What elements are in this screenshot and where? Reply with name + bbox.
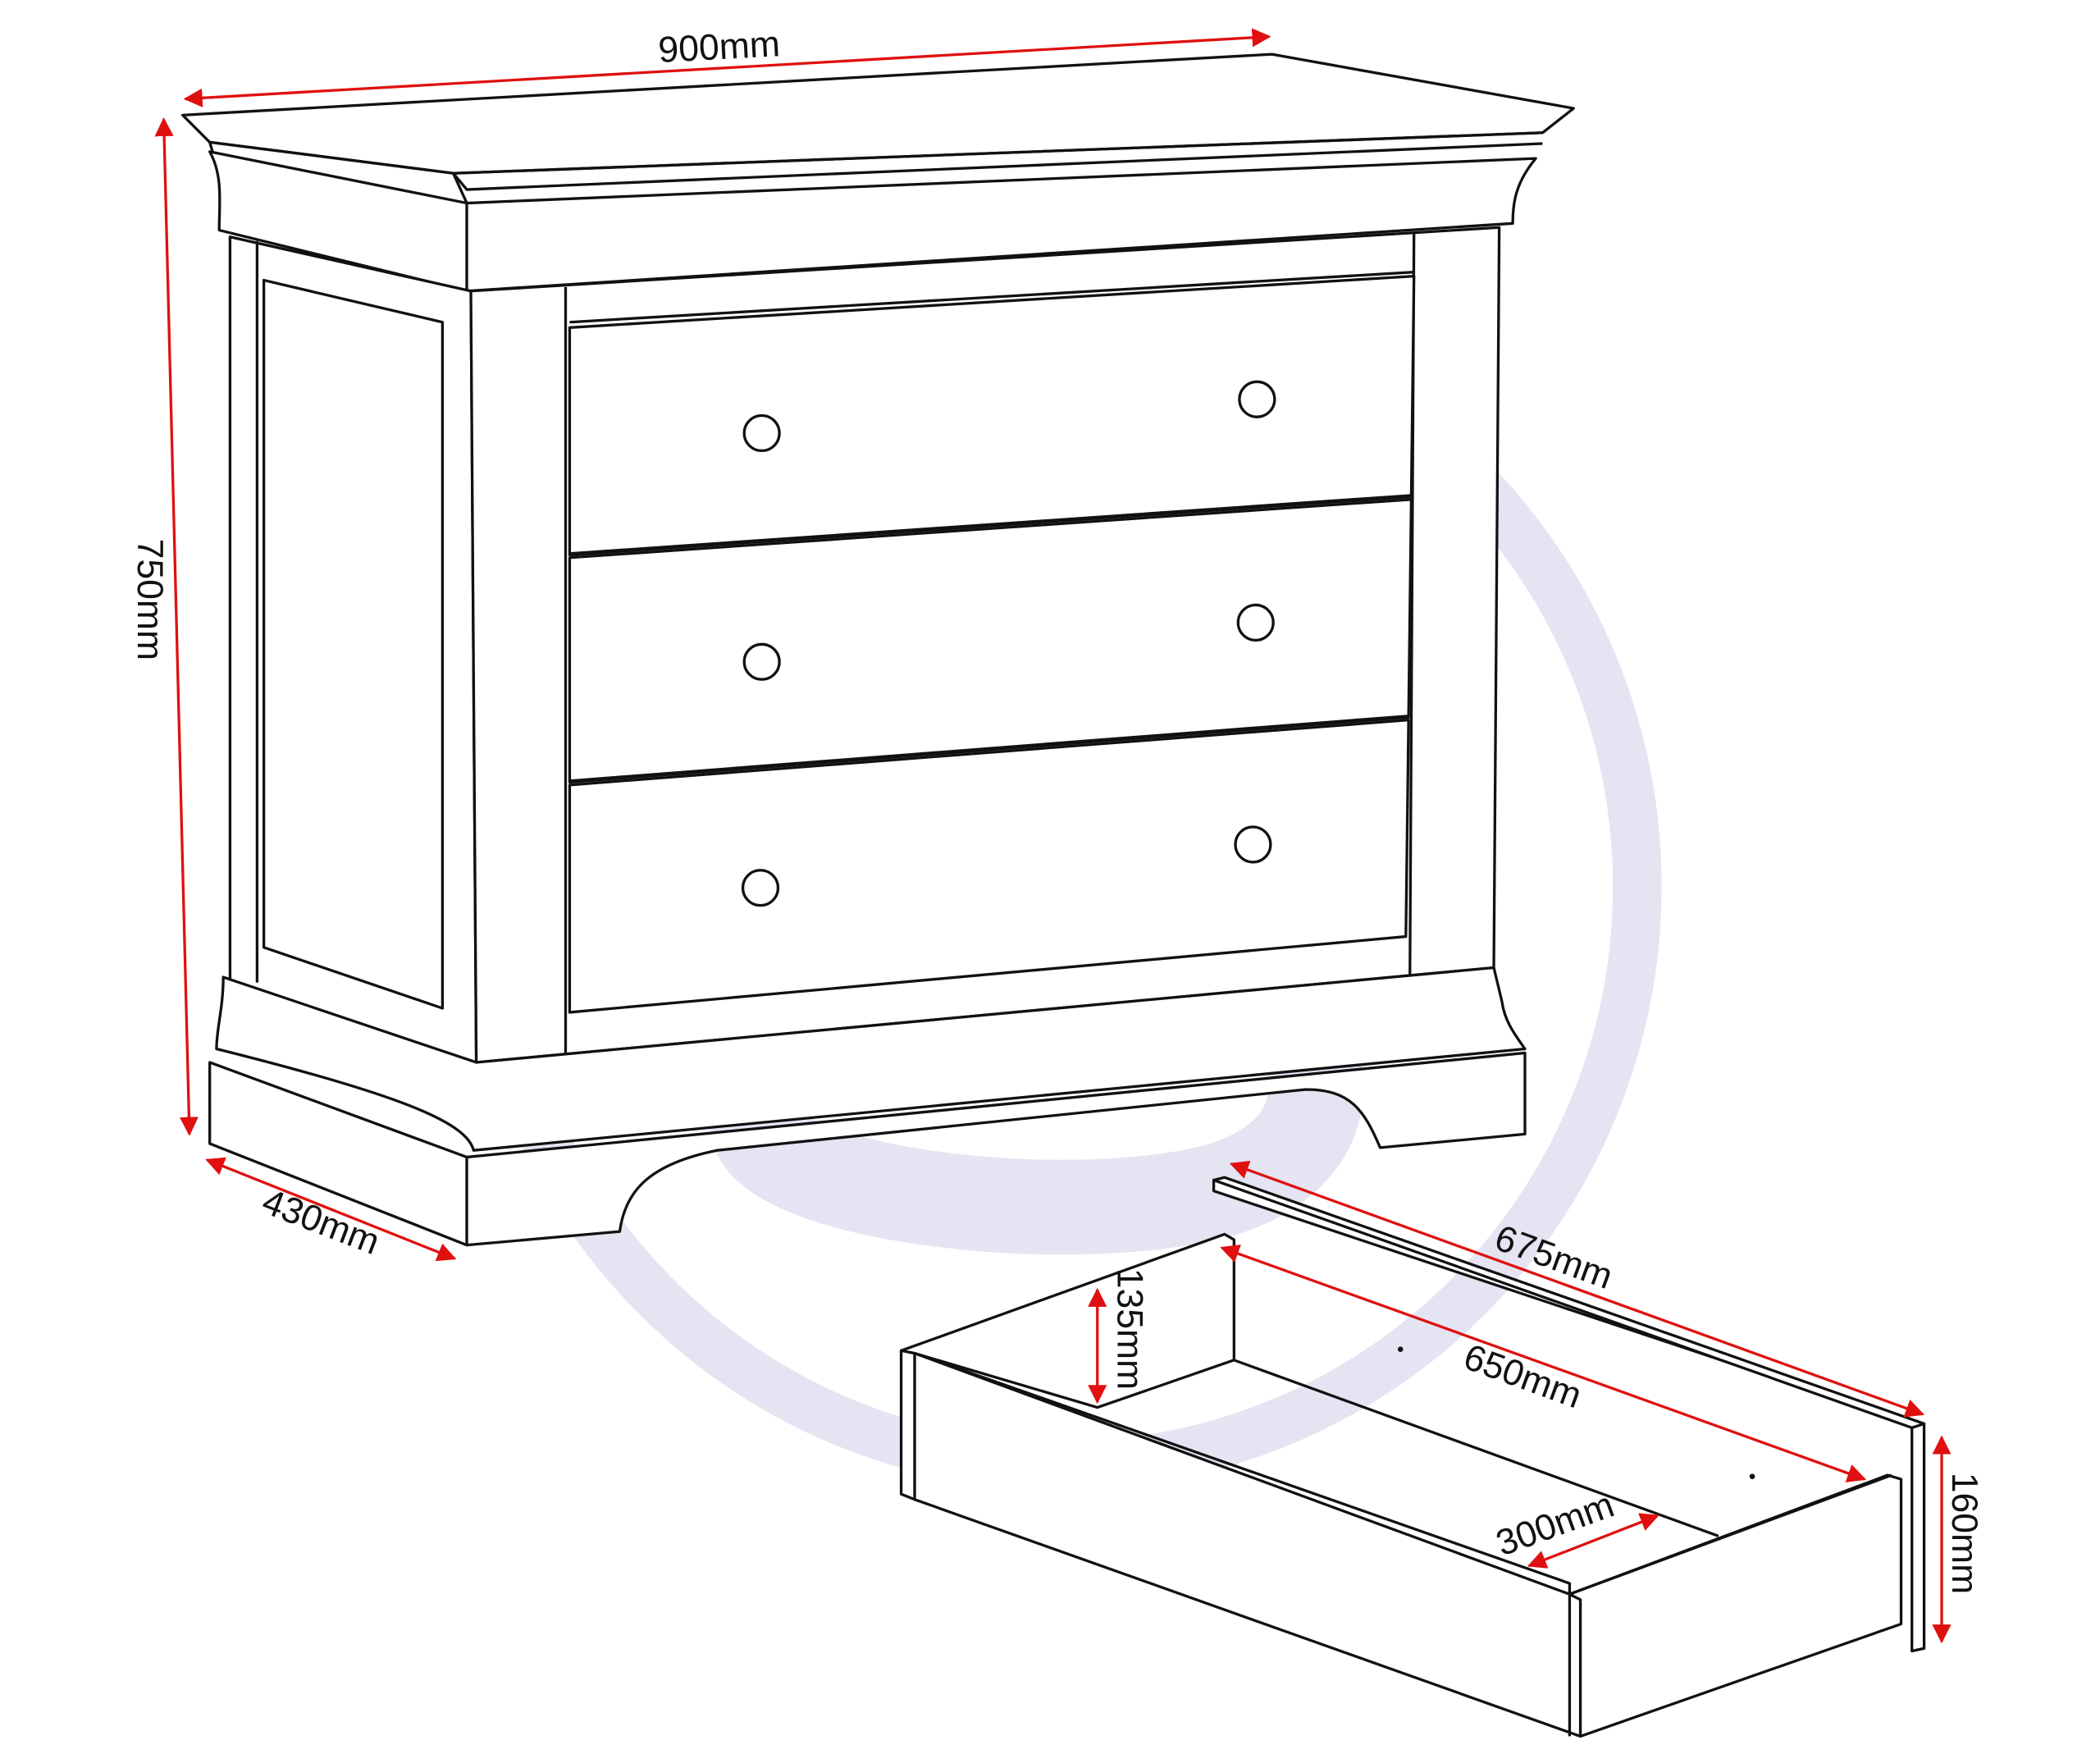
drawer-3[interactable] (568, 719, 1410, 1014)
drawer-inner-height-label: 135mm (1109, 1268, 1149, 1390)
width-label: 900mm (657, 24, 781, 71)
drawer-inner-depth-label: 650mm (1459, 1336, 1586, 1416)
drawer-knobs (741, 380, 1276, 907)
dimension-lines (154, 28, 1952, 1644)
drawer-outer-height-label: 160mm (1944, 1473, 1984, 1594)
chest-of-drawers (181, 53, 1575, 1247)
drawer-inner-width-label: 300mm (1491, 1485, 1619, 1564)
height-label: 750mm (130, 539, 170, 660)
open-drawer (899, 1176, 1926, 1738)
